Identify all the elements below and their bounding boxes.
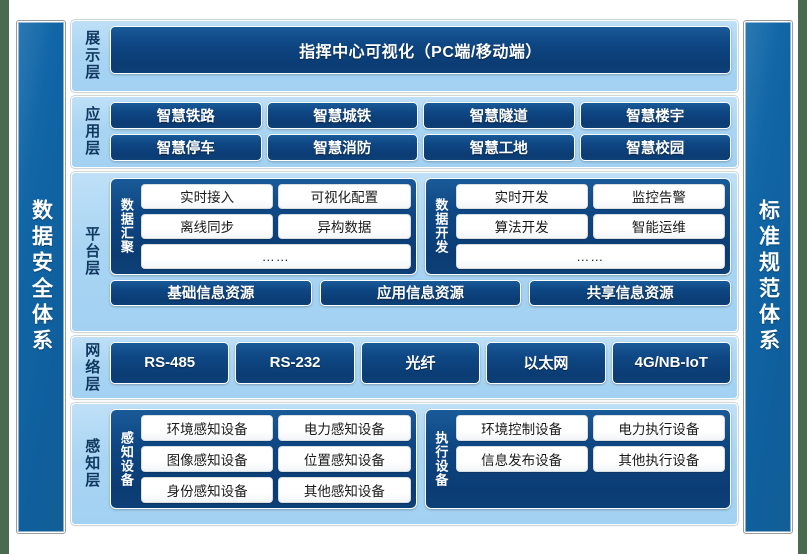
layer-network: 网络层 RS-485 RS-232 光纤 以太网 4G/NB-IoT	[70, 334, 739, 400]
sensing-cell[interactable]: 环境感知设备	[141, 414, 274, 441]
right-vertical-bar-label: 标准规范体系	[756, 199, 780, 355]
network-item[interactable]: 光纤	[360, 341, 481, 384]
right-vertical-bar-standards: 标准规范体系	[743, 20, 793, 534]
layer-application-name: 应用层	[83, 106, 101, 157]
platform-cell[interactable]: 智能运维	[592, 213, 725, 239]
sensing-cell[interactable]: 其他感知设备	[278, 476, 411, 503]
app-item[interactable]: 智慧铁路	[110, 101, 262, 129]
app-item[interactable]: 智慧工地	[423, 133, 575, 161]
sensing-group-cells: 环境感知设备 电力感知设备 图像感知设备 位置感知设备 身份感知设备 其他感知设…	[141, 414, 411, 503]
resource-item[interactable]: 共享信息资源	[529, 279, 731, 306]
network-item[interactable]: RS-232	[235, 341, 355, 384]
application-grid: 智慧铁路 智慧城铁 智慧隧道 智慧楼宇 智慧停车 智慧消防 智慧工地 智慧校园	[110, 101, 731, 161]
actuator-cell[interactable]: 信息发布设备	[455, 445, 588, 472]
platform-cell[interactable]: 异构数据	[278, 213, 411, 239]
platform-group-label: 数据汇聚	[118, 198, 134, 254]
platform-row: ……	[141, 243, 411, 269]
actuator-cell[interactable]: 环境控制设备	[455, 414, 588, 441]
platform-groups: 数据汇聚 实时接入 可视化配置 离线同步 异构数据	[110, 177, 731, 275]
platform-cell-ellipsis[interactable]: ……	[141, 243, 411, 269]
layer-application-name-wrap: 应用层	[78, 102, 104, 162]
layer-sensing: 感知层 感知设备 环境感知设备 电力感知设备	[70, 401, 739, 526]
sensing-group-actuator-devices: 执行设备 环境控制设备 电力执行设备 信息发布设备 其他执行设备	[424, 408, 731, 509]
platform-group-label-wrap: 数据开发	[431, 184, 451, 269]
layer-sensing-name-wrap: 感知层	[78, 409, 104, 519]
app-item[interactable]: 智慧校园	[579, 133, 731, 161]
layer-network-body: RS-485 RS-232 光纤 以太网 4G/NB-IoT	[110, 341, 731, 393]
sensing-group-label-wrap: 执行设备	[431, 415, 451, 503]
sensing-row: 环境控制设备 电力执行设备	[455, 414, 725, 441]
sensing-cell[interactable]: 位置感知设备	[278, 445, 411, 472]
diagram-canvas: 数据安全体系 展示层 指挥中心可视化（PC端/移动端） 应用层	[9, 0, 798, 554]
layer-platform-body: 数据汇聚 实时接入 可视化配置 离线同步 异构数据	[110, 177, 731, 326]
layer-presentation-name-wrap: 展示层	[78, 26, 104, 86]
sensing-row: 身份感知设备 其他感知设备	[141, 476, 411, 503]
app-item[interactable]: 智慧停车	[110, 133, 262, 161]
sensing-row: 环境感知设备 电力感知设备	[141, 414, 411, 441]
network-item[interactable]: 以太网	[486, 341, 606, 384]
layer-platform-name-wrap: 平台层	[78, 178, 104, 326]
presentation-row: 指挥中心可视化（PC端/移动端）	[110, 25, 731, 74]
left-vertical-bar-data-security: 数据安全体系	[16, 20, 66, 534]
architecture-diagram: 数据安全体系 展示层 指挥中心可视化（PC端/移动端） 应用层	[9, 0, 798, 554]
presentation-command-center-box[interactable]: 指挥中心可视化（PC端/移动端）	[110, 25, 731, 74]
app-item[interactable]: 智慧城铁	[266, 101, 418, 129]
platform-cell[interactable]: 监控告警	[592, 183, 725, 209]
platform-cell[interactable]: 离线同步	[141, 213, 274, 239]
sensing-cell[interactable]: 身份感知设备	[141, 476, 274, 503]
layer-application: 应用层 智慧铁路 智慧城铁 智慧隧道 智慧楼宇 智慧停车 智慧消防 智慧工地 智…	[70, 94, 739, 169]
platform-group-label-wrap: 数据汇聚	[116, 184, 136, 269]
layer-sensing-name: 感知层	[83, 438, 101, 489]
platform-group-label: 数据开发	[433, 198, 449, 254]
platform-cell-ellipsis[interactable]: ……	[455, 243, 725, 269]
layer-presentation-name: 展示层	[83, 30, 101, 81]
sensing-group-label-wrap: 感知设备	[116, 415, 136, 503]
platform-group-cells: 实时开发 监控告警 算法开发 智能运维 ……	[455, 183, 725, 269]
sensing-group-label: 执行设备	[433, 430, 449, 487]
layer-stack: 展示层 指挥中心可视化（PC端/移动端） 应用层 智慧铁路 智慧城铁	[69, 18, 740, 535]
platform-group-cells: 实时接入 可视化配置 离线同步 异构数据 ……	[141, 183, 411, 269]
sensing-row: 图像感知设备 位置感知设备	[141, 445, 411, 472]
network-grid: RS-485 RS-232 光纤 以太网 4G/NB-IoT	[110, 341, 731, 384]
layer-sensing-body: 感知设备 环境感知设备 电力感知设备 图像感知设备 位置感知设备	[110, 408, 731, 519]
layer-platform: 平台层 数据汇聚 实时接入 可视化配置	[70, 170, 739, 333]
resource-item[interactable]: 应用信息资源	[319, 279, 522, 306]
sensing-group-label: 感知设备	[118, 430, 134, 487]
platform-cell[interactable]: 实时接入	[141, 183, 274, 209]
layer-platform-name: 平台层	[83, 226, 101, 277]
platform-row: 实时接入 可视化配置	[141, 183, 411, 209]
app-item[interactable]: 智慧隧道	[423, 101, 575, 129]
resource-item[interactable]: 基础信息资源	[110, 279, 312, 306]
left-vertical-bar-label: 数据安全体系	[29, 199, 53, 355]
platform-group-data-aggregation: 数据汇聚 实时接入 可视化配置 离线同步 异构数据	[110, 177, 417, 275]
actuator-cell[interactable]: 其他执行设备	[592, 445, 725, 472]
sensing-group-cells: 环境控制设备 电力执行设备 信息发布设备 其他执行设备	[455, 414, 725, 503]
platform-cell[interactable]: 可视化配置	[278, 183, 411, 209]
sensing-row: 信息发布设备 其他执行设备	[455, 445, 725, 472]
platform-row: 离线同步 异构数据	[141, 213, 411, 239]
platform-cell[interactable]: 算法开发	[455, 213, 588, 239]
sensing-groups: 感知设备 环境感知设备 电力感知设备 图像感知设备 位置感知设备	[110, 408, 731, 509]
network-item[interactable]: RS-485	[110, 341, 230, 384]
layer-network-name: 网络层	[83, 341, 101, 393]
sensing-group-sensor-devices: 感知设备 环境感知设备 电力感知设备 图像感知设备 位置感知设备	[110, 408, 417, 509]
platform-row: 算法开发 智能运维	[455, 213, 725, 239]
layer-presentation-body: 指挥中心可视化（PC端/移动端）	[110, 25, 731, 86]
actuator-cell[interactable]: 电力执行设备	[592, 414, 725, 441]
sensing-cell[interactable]: 电力感知设备	[278, 414, 411, 441]
network-item[interactable]: 4G/NB-IoT	[611, 341, 731, 384]
app-item[interactable]: 智慧消防	[266, 133, 418, 161]
sensing-cell[interactable]: 图像感知设备	[141, 445, 274, 472]
layer-presentation: 展示层 指挥中心可视化（PC端/移动端）	[70, 18, 739, 93]
platform-group-data-development: 数据开发 实时开发 监控告警 算法开发 智能运维	[424, 177, 731, 275]
platform-row: ……	[455, 243, 725, 269]
app-item[interactable]: 智慧楼宇	[579, 101, 731, 129]
layer-application-body: 智慧铁路 智慧城铁 智慧隧道 智慧楼宇 智慧停车 智慧消防 智慧工地 智慧校园	[110, 101, 731, 162]
layer-network-name-wrap: 网络层	[78, 342, 104, 393]
platform-cell[interactable]: 实时开发	[455, 183, 588, 209]
platform-resource-row: 基础信息资源 应用信息资源 共享信息资源	[110, 279, 731, 306]
platform-row: 实时开发 监控告警	[455, 183, 725, 209]
